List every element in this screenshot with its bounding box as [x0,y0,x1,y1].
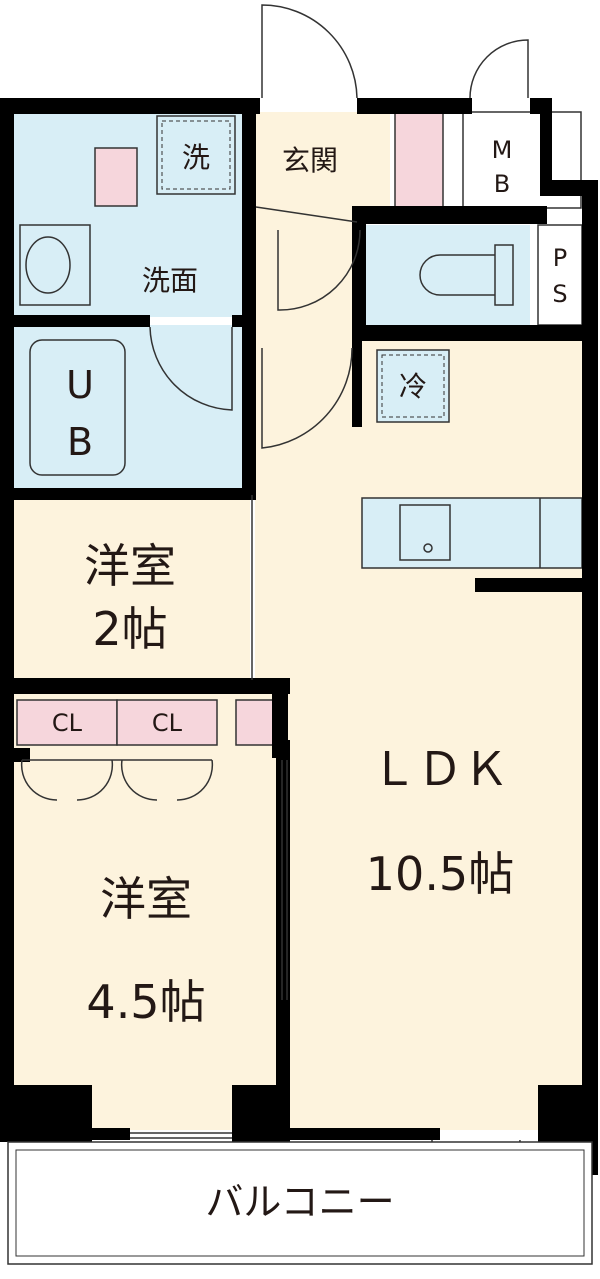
mb-door-arc [469,39,529,99]
wall-bath-top-r [232,315,256,327]
western-small-name: 洋室 [84,539,176,593]
washer-label: 洗 [182,141,210,174]
pipe-space-label-2: S [552,280,567,308]
washer-box [156,115,236,195]
closet-right-box [116,699,218,746]
unit-bath-floor [14,325,242,490]
kitchen-counter [361,497,583,569]
wall-bottom-left2 [90,1128,130,1140]
meter-box-label-2: B [494,170,510,198]
fridge-label: 冷 [399,370,427,403]
sink-counter [19,224,91,306]
closet-left-box [16,699,118,746]
kitchen-sink [399,504,451,561]
unit-bath-label-2: B [67,420,93,464]
corridor-door-arc [261,347,353,449]
closet-right-label: CL [152,709,183,737]
wall-kitchen-stub [475,578,585,592]
closet-small-box [235,699,279,746]
balcony-label: バルコニー [205,1180,394,1224]
wall-mb-right [540,98,552,188]
closet-door-left [20,759,114,801]
toilet-floor [365,225,530,325]
western-small-floor [14,500,250,680]
wash-shelf [94,147,138,207]
wall-toilet-bottom [352,325,592,341]
balcony-inner [15,1149,585,1257]
wall-fridge-side [352,335,362,427]
unit-bath-label-1: U [66,363,94,407]
western-small-size: 2帖 [92,602,167,656]
sink-basin [25,236,71,294]
ldk-floor [255,340,585,1130]
toilet-tank [494,244,514,306]
wall-toilet-top [357,206,547,224]
toilet-bowl [419,254,495,296]
entrance-label: 玄関 [282,144,338,177]
washroom-label: 洗面 [142,264,198,297]
wall-toilet-left [352,206,366,336]
shoe-closet [394,112,444,209]
meter-box-label-1: M [492,136,513,164]
pipe-space-label-1: P [553,244,567,272]
wall-bath-right [242,325,256,495]
ldk-size: 10.5帖 [366,847,514,901]
bathtub-outline [29,339,126,476]
wall-right [582,180,598,1142]
fridge-inner [381,354,445,418]
balcony-area [7,1141,593,1265]
corridor-line [255,206,358,223]
wall-top-mid [357,98,472,114]
toilet-door-arc [277,229,361,311]
wall-bath-top [0,315,150,327]
wall-left [0,98,14,1142]
wall-bottom-mid2 [290,1128,440,1140]
corridor-floor [255,207,360,347]
wall-closet-bottom [0,748,30,762]
entrance-floor [255,112,390,207]
closet-left-label: CL [52,709,83,737]
western-large-floor [14,690,284,1130]
entrance-door-arc [261,4,358,99]
wall-room2-bottom [0,678,290,694]
washer-inner [161,120,231,190]
western-large-name: 洋室 [100,872,192,926]
wall-ldk-divider [276,740,290,1140]
ldk-name: ＬＤＫ [371,742,509,796]
wall-closet-right [272,678,288,758]
kitchen-drain [423,543,433,553]
wall-top-left [0,98,260,114]
wall-bath-bottom [0,488,256,500]
wash-door-arc [149,326,233,411]
wall-bottom-mid [232,1085,290,1142]
wall-wash-right [242,98,256,348]
wall-ps-corner [540,180,598,196]
fridge-box [376,349,450,423]
pipe-space-area [537,224,583,326]
western-large-size: 4.5帖 [86,975,205,1029]
closet-door-right [120,759,214,801]
wall-bottom-left [0,1085,92,1142]
